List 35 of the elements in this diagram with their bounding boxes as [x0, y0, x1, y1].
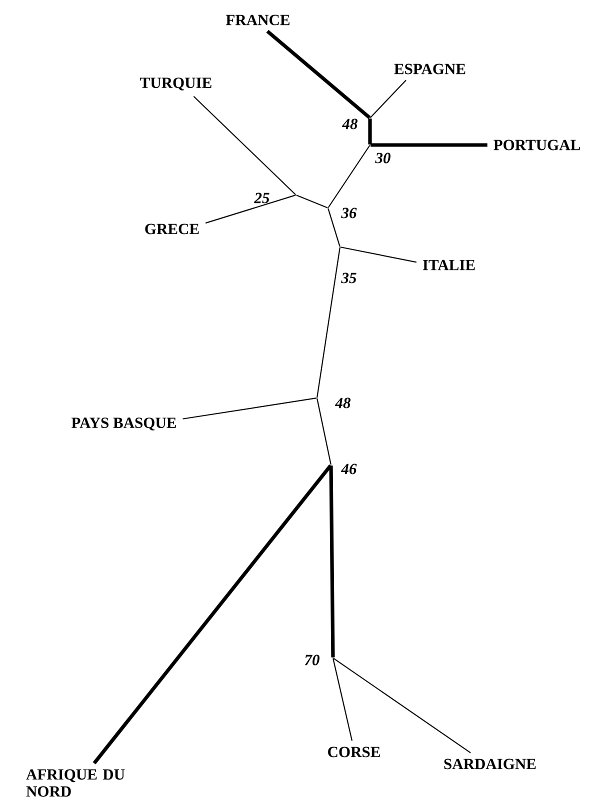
- taxon-label: ITALIE: [422, 260, 475, 270]
- bootstrap-value: 70: [304, 654, 320, 666]
- tree-branch: [205, 194, 296, 224]
- bootstrap-value: 35: [341, 272, 356, 284]
- taxon-label: AFRIQUE DU NORD: [26, 769, 125, 797]
- tree-branch: [370, 143, 488, 147]
- tree-branch: [329, 466, 335, 658]
- tree-branch: [296, 194, 328, 208]
- taxon-label: GRECE: [145, 224, 199, 234]
- bootstrap-value: 48: [335, 398, 350, 408]
- bootstrap-value: 36: [341, 208, 357, 218]
- taxon-label: CORSE: [328, 746, 380, 758]
- tree-branch: [370, 80, 406, 118]
- tree-branch: [266, 30, 371, 119]
- tree-branch: [193, 96, 296, 195]
- taxon-label: PORTUGAL: [494, 140, 580, 150]
- tree-branch: [328, 208, 340, 247]
- taxon-label: PAYS BASQUE: [72, 418, 176, 430]
- bootstrap-value: 46: [341, 464, 357, 474]
- taxon-label: TURQUIE: [140, 78, 212, 90]
- tree-branch: [340, 246, 417, 263]
- tree-branch: [182, 398, 316, 420]
- taxon-label: SARDAIGNE: [444, 758, 536, 770]
- tree-branch: [316, 398, 332, 465]
- tree-branch: [92, 464, 332, 764]
- tree-branch: [316, 248, 340, 398]
- bootstrap-value: 30: [375, 152, 390, 164]
- tree-branch: [333, 658, 471, 754]
- tree-branch: [332, 658, 353, 741]
- bootstrap-value: 48: [342, 118, 358, 130]
- bootstrap-value: 25: [254, 192, 270, 204]
- tree-branch: [368, 118, 372, 144]
- tree-branch: [328, 145, 370, 208]
- taxon-label: ESPAGNE: [394, 64, 466, 74]
- taxon-label: FRANCE: [226, 14, 290, 26]
